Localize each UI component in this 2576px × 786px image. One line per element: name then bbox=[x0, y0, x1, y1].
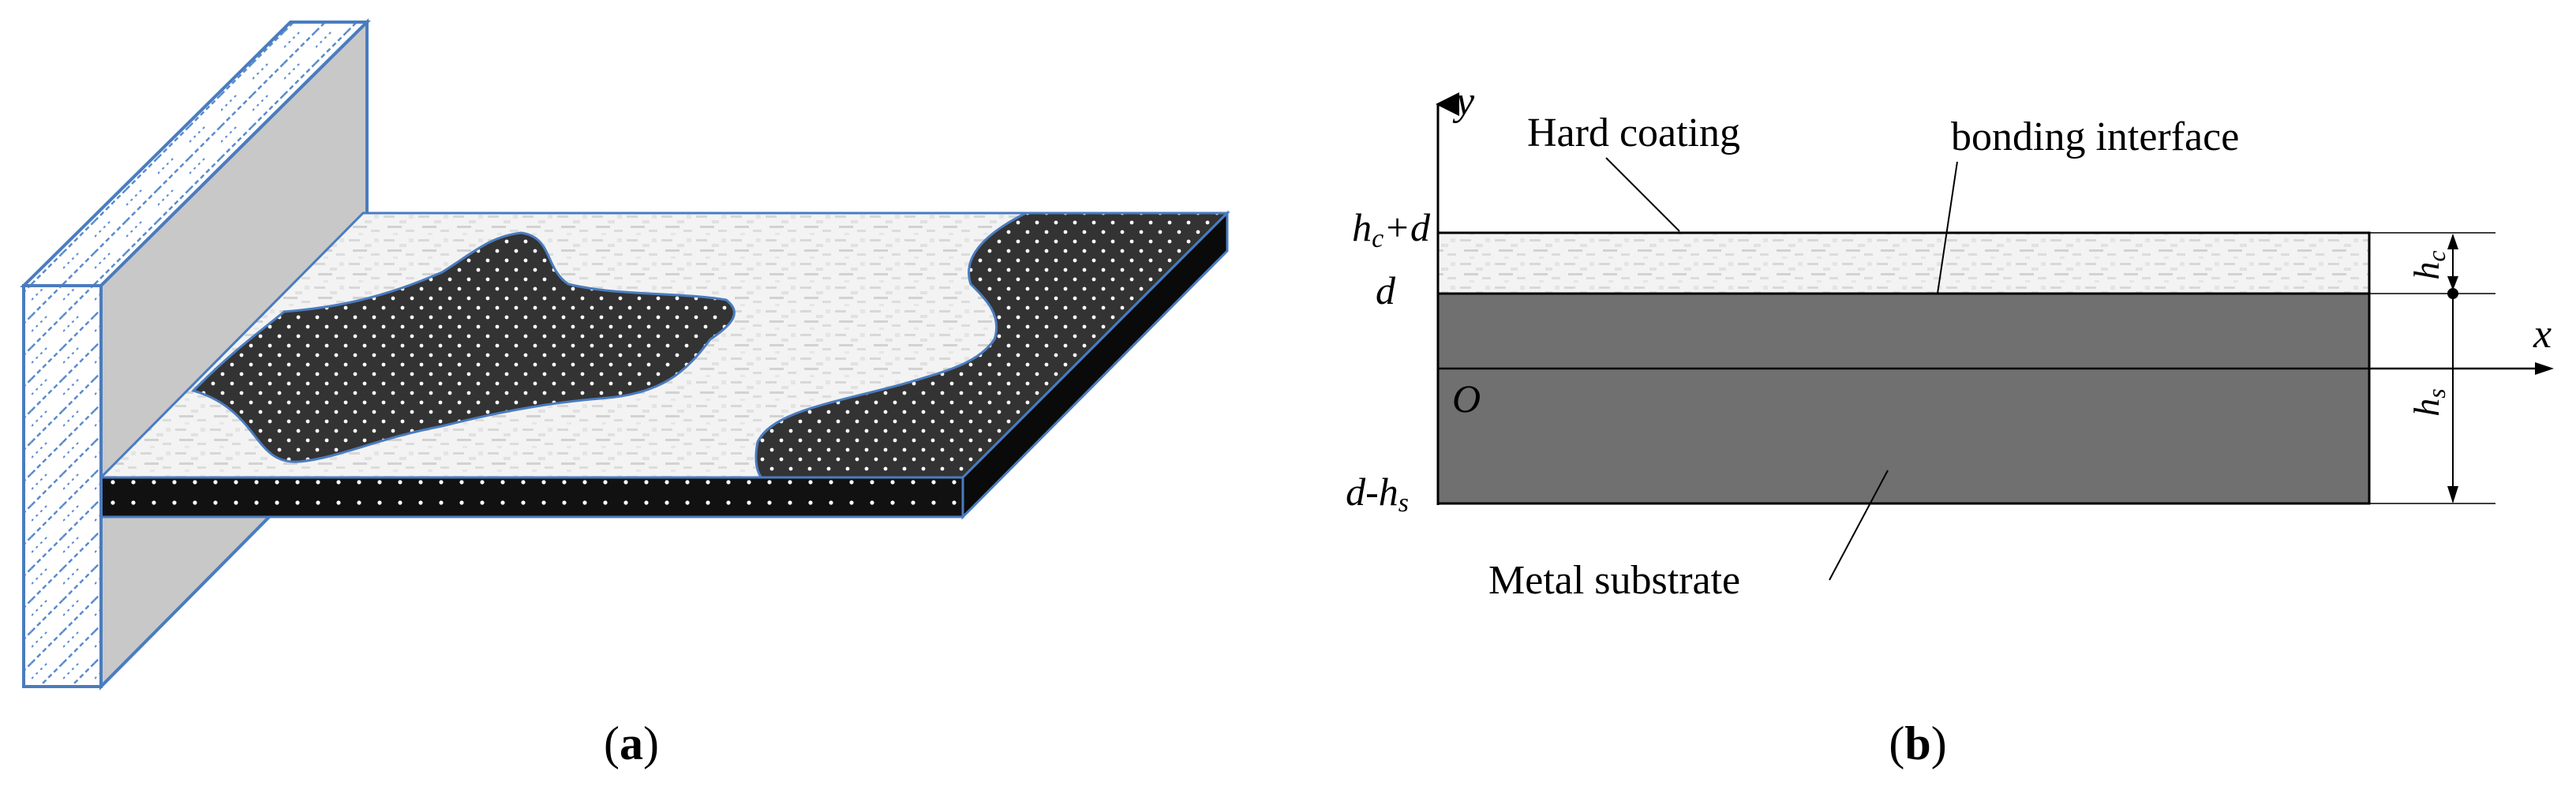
origin-label: O bbox=[1452, 376, 1481, 421]
hard-coating-leader bbox=[1605, 157, 1680, 232]
tick-label-mid: d bbox=[1376, 268, 1396, 313]
dim-substrate-arrow-bottom bbox=[2447, 486, 2458, 503]
coating-patch-right bbox=[754, 211, 1230, 479]
bonding-interface-label: bonding interface bbox=[1951, 114, 2239, 159]
coating-patch-left bbox=[191, 231, 736, 463]
dim-coating-arrow-bottom bbox=[2447, 276, 2458, 290]
bonding-interface-leader bbox=[1937, 161, 1958, 294]
panel-b: y x O hc hs hc+d d d-hs Hard coating bon… bbox=[1346, 79, 2554, 769]
tick-label-bottom: d-hs bbox=[1346, 470, 1409, 518]
x-axis-arrowhead bbox=[2535, 362, 2554, 375]
hard-coating-layer bbox=[1436, 231, 2371, 295]
dim-junction-dot bbox=[2447, 288, 2458, 299]
metal-substrate-label: Metal substrate bbox=[1488, 558, 1740, 603]
plate-front-edge bbox=[99, 476, 964, 518]
wall-front-face bbox=[22, 284, 103, 688]
metal-substrate-leader bbox=[1829, 470, 1889, 581]
caption-a: (a) bbox=[604, 717, 659, 769]
hard-coating-label: Hard coating bbox=[1527, 110, 1740, 155]
dim-substrate-label: hs bbox=[2406, 388, 2451, 416]
y-axis-label: y bbox=[1452, 79, 1475, 124]
metal-substrate bbox=[1436, 292, 2371, 505]
caption-b: (b) bbox=[1889, 717, 1946, 769]
tick-label-top: hc+d bbox=[1352, 205, 1431, 253]
panel-a: (a) bbox=[20, 18, 1230, 769]
x-axis-label: x bbox=[2533, 312, 2552, 357]
dim-coating-label: hc bbox=[2406, 250, 2451, 279]
dim-coating-arrow-top bbox=[2447, 234, 2458, 249]
